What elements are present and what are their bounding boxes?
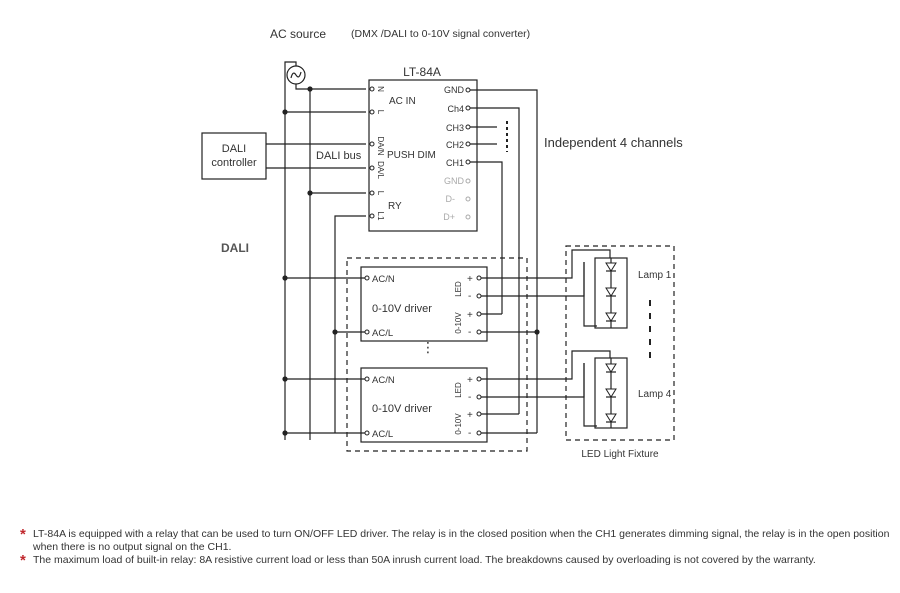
pin-ry-l1: L1 bbox=[376, 212, 385, 221]
driver-2-led-minus: - bbox=[468, 392, 471, 403]
module-title: LT-84A bbox=[403, 65, 441, 79]
dali-controller-line1: DALI bbox=[222, 143, 246, 155]
driver-1-led-minus: - bbox=[468, 291, 471, 302]
pin-da-n: DA/N bbox=[376, 136, 385, 155]
lamp-4 bbox=[594, 357, 628, 429]
driver-1-dim-label: 0-10V bbox=[454, 312, 463, 334]
pin-gnd-2: GND bbox=[444, 176, 465, 186]
pin-gnd: GND bbox=[444, 85, 465, 95]
driver-2-dim-plus: + bbox=[467, 410, 473, 421]
note-1: * LT-84A is equipped with a relay that c… bbox=[20, 526, 892, 553]
ac-source-symbol bbox=[286, 65, 306, 85]
driver-1-led-plus: + bbox=[467, 274, 473, 285]
note-1-text: LT-84A is equipped with a relay that can… bbox=[33, 528, 890, 553]
dali-controller-box bbox=[201, 132, 267, 180]
driver-1-dim-plus: + bbox=[467, 310, 473, 321]
lamp-4-label: Lamp 4 bbox=[638, 389, 672, 400]
pin-ch4: Ch4 bbox=[447, 104, 464, 114]
driver-2-box bbox=[360, 367, 488, 443]
driver-2-dim-minus: - bbox=[468, 428, 471, 439]
pin-da-l: DA/L bbox=[376, 161, 385, 179]
pin-ch2: CH2 bbox=[446, 140, 464, 150]
driver-1-ac-n: AC/N bbox=[372, 274, 395, 285]
lamp-1 bbox=[594, 257, 628, 329]
notes: * LT-84A is equipped with a relay that c… bbox=[20, 526, 892, 569]
fixture-label: LED Light Fixture bbox=[581, 449, 659, 460]
independent-channels-label: Independent 4 channels bbox=[544, 135, 683, 150]
drivers-ellipsis: ⋮ bbox=[421, 339, 435, 355]
driver-1-dim-minus: - bbox=[468, 327, 471, 338]
pin-d-minus: D- bbox=[446, 194, 456, 204]
pin-d-plus: D+ bbox=[443, 212, 455, 222]
asterisk-icon: * bbox=[20, 526, 26, 543]
pin-n: N bbox=[376, 86, 385, 92]
driver-2-ac-l: AC/L bbox=[372, 429, 393, 440]
pin-ry-l: L bbox=[376, 191, 385, 196]
driver-1-name: 0-10V driver bbox=[372, 303, 432, 315]
dali-controller-line2: controller bbox=[211, 157, 257, 169]
dali-label: DALI bbox=[221, 241, 249, 255]
pin-ch3: CH3 bbox=[446, 123, 464, 133]
pin-ch1: CH1 bbox=[446, 158, 464, 168]
driver-1-led-label: LED bbox=[454, 281, 463, 297]
dali-bus-label: DALI bus bbox=[316, 150, 362, 162]
asterisk-icon: * bbox=[20, 552, 26, 569]
driver-2-dim-label: 0-10V bbox=[454, 413, 463, 435]
driver-2-name: 0-10V driver bbox=[372, 403, 432, 415]
driver-1-ac-l: AC/L bbox=[372, 328, 393, 339]
note-2: * The maximum load of built-in relay: 8A… bbox=[20, 552, 892, 569]
converter-subtitle: (DMX /DALI to 0-10V signal converter) bbox=[351, 28, 530, 40]
ac-in-label: AC IN bbox=[389, 96, 416, 107]
driver-1-box bbox=[360, 266, 488, 342]
pin-l: L bbox=[376, 110, 385, 115]
note-2-text: The maximum load of built-in relay: 8A r… bbox=[33, 554, 816, 566]
ry-label: RY bbox=[388, 201, 402, 212]
ac-source-label: AC source bbox=[270, 27, 326, 41]
driver-2-led-plus: + bbox=[467, 375, 473, 386]
driver-2-led-label: LED bbox=[454, 382, 463, 398]
push-dim-label: PUSH DIM bbox=[387, 150, 436, 161]
lamp-1-label: Lamp 1 bbox=[638, 270, 672, 281]
driver-2-ac-n: AC/N bbox=[372, 375, 395, 386]
lt84a-module bbox=[368, 79, 478, 232]
